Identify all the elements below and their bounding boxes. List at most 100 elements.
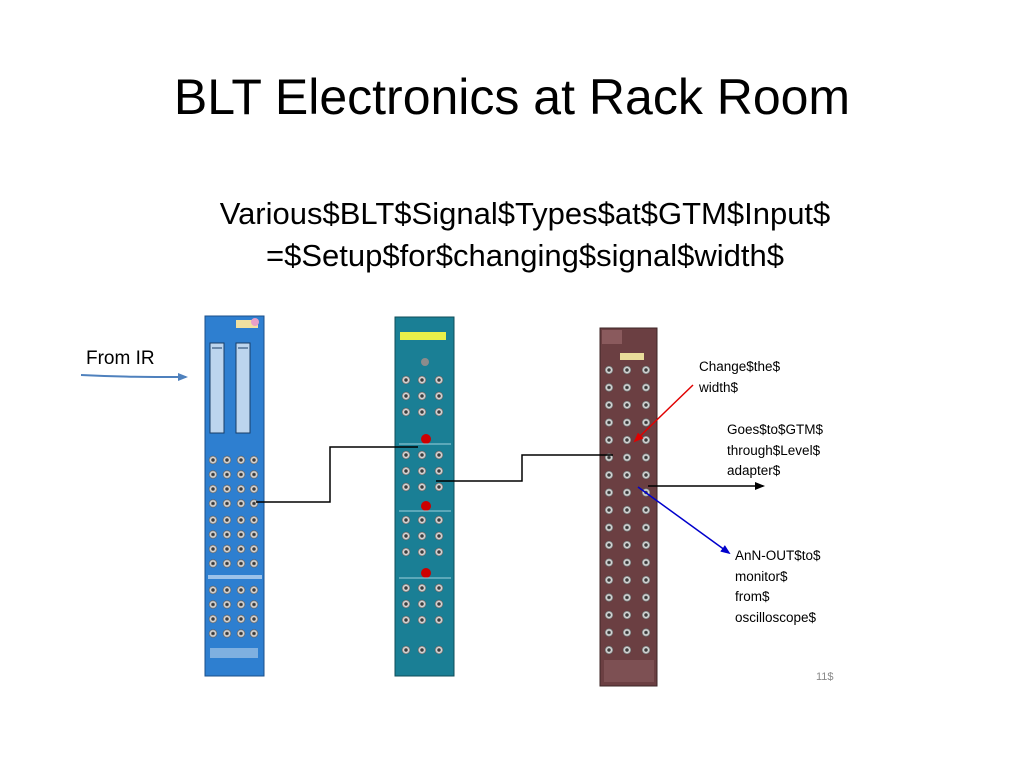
lemo-connector-icons [208, 455, 259, 638]
lemo-connector-icon [641, 523, 651, 532]
note-line: Goes$to$GTM$ [727, 422, 824, 437]
lemo-connector-icon [401, 515, 411, 525]
lemo-connector-icon [208, 614, 218, 624]
lemo-connector-icon [222, 470, 232, 479]
lemo-connector-icon [641, 400, 651, 410]
lemo-connector-icon [641, 365, 651, 375]
lemo-connector-icon [249, 585, 259, 595]
lemo-connector-icon [622, 383, 632, 392]
lemo-connector-icon [622, 575, 632, 585]
lemo-connector-icon [417, 645, 427, 655]
lemo-connector-icon [208, 499, 218, 508]
lemo-connector-icon [434, 515, 444, 525]
from-ir-arrow [80, 372, 188, 381]
lemo-connector-icon [434, 531, 444, 541]
lemo-connector-icon [236, 544, 246, 554]
lemo-connector-icon [401, 583, 411, 593]
note-line: oscilloscope$ [735, 609, 817, 625]
lemo-connector-icon [641, 558, 651, 567]
lemo-connector-icon [622, 453, 632, 462]
nim-module-1 [204, 315, 265, 677]
lemo-connector-icon [434, 599, 444, 609]
lemo-connector-icon [434, 583, 444, 593]
lemo-connector-icon [222, 499, 232, 508]
lemo-connector-icon [236, 614, 246, 624]
lemo-connector-icon [434, 407, 444, 417]
lemo-connector-icon [401, 407, 411, 417]
lemo-connector-icon [417, 615, 427, 625]
note-line: AnN-OUT$to$ [735, 548, 821, 563]
lemo-connector-icon [401, 645, 411, 655]
lemo-connector-icon [604, 523, 614, 532]
lemo-connector-icon [249, 455, 259, 465]
lemo-connector-icon [434, 391, 444, 401]
lemo-connector-icon [208, 585, 218, 595]
lemo-connector-icon [622, 628, 632, 637]
lemo-connector-icon [641, 418, 651, 427]
note-line: through$Level$ [727, 442, 821, 458]
lemo-connector-icon [604, 383, 614, 392]
lemo-connector-icon [222, 585, 232, 595]
page-number: 11$ [816, 671, 834, 683]
lemo-connector-icon [236, 559, 246, 568]
lemo-connector-icon [604, 400, 614, 410]
lemo-connector-icon [641, 383, 651, 392]
lemo-connector-icon [604, 628, 614, 637]
lemo-connector-icon [417, 515, 427, 525]
lemo-connector-icon [641, 610, 651, 620]
lemo-connector-icon [249, 629, 259, 638]
lemo-connector-icon [249, 530, 259, 539]
lemo-connector-icon [417, 450, 427, 460]
lemo-connector-icon [236, 530, 246, 539]
lemo-connector-icon [604, 575, 614, 585]
lemo-connector-icon [236, 470, 246, 479]
lemo-connector-icon [622, 435, 632, 445]
lemo-connector-icons [604, 365, 651, 655]
lemo-connector-icon [417, 583, 427, 593]
lemo-connector-icon [249, 544, 259, 554]
change-width-arrow [633, 384, 694, 443]
lemo-connector-icon [604, 558, 614, 567]
note-monitor: AnN-OUT$to$ monitor$ from$ oscilloscope$ [735, 546, 821, 628]
lemo-connector-icon [222, 614, 232, 624]
lemo-connector-icon [236, 455, 246, 465]
lemo-connector-icons [401, 375, 444, 655]
lemo-connector-icon [249, 470, 259, 479]
lemo-connector-icon [641, 540, 651, 550]
lemo-connector-icon [604, 645, 614, 655]
lemo-connector-icon [622, 505, 632, 515]
lemo-connector-icon [604, 488, 614, 497]
lemo-connector-icon [622, 488, 632, 497]
lemo-connector-icon [222, 515, 232, 525]
lemo-connector-icon [417, 599, 427, 609]
lemo-connector-icon [417, 482, 427, 492]
lemo-connector-icon [236, 484, 246, 494]
lemo-connector-icon [622, 523, 632, 532]
lemo-connector-icon [401, 615, 411, 625]
lemo-connector-icon [208, 530, 218, 539]
lemo-connector-icon [401, 466, 411, 476]
lemo-connector-icon [208, 515, 218, 525]
lemo-connector-icon [641, 628, 651, 637]
note-line: width$ [699, 379, 739, 395]
lemo-connector-icon [604, 435, 614, 445]
lemo-connector-icon [604, 365, 614, 375]
note-goes-to-gtm: Goes$to$GTM$ through$Level$ adapter$ [727, 420, 823, 482]
note-line: monitor$ [735, 568, 788, 584]
lemo-connector-icon [417, 547, 427, 557]
lemo-connector-icon [622, 540, 632, 550]
note-line: from$ [735, 589, 770, 604]
lemo-connector-icon [604, 540, 614, 550]
lemo-connector-icon [604, 610, 614, 620]
lemo-connector-icon [622, 470, 632, 480]
lemo-connector-icon [622, 610, 632, 620]
lemo-connector-icon [401, 482, 411, 492]
lemo-connector-icon [236, 515, 246, 525]
slide-title: BLT Electronics at Rack Room [173, 69, 851, 125]
lemo-connector-icon [222, 455, 232, 465]
lemo-connector-icon [236, 499, 246, 508]
lemo-connector-icon [222, 530, 232, 539]
lemo-connector-icon [208, 455, 218, 465]
lemo-connector-icon [417, 375, 427, 385]
